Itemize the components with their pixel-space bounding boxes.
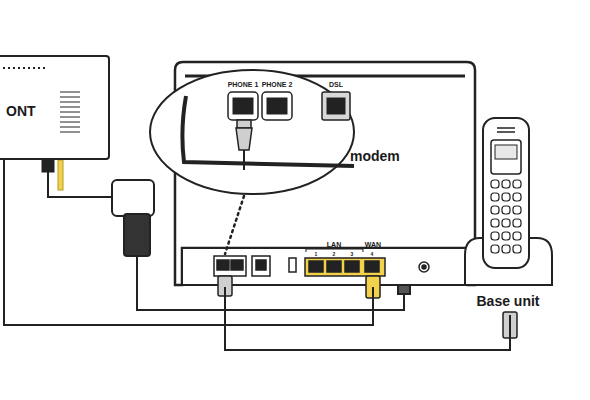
- cordless-phone: [465, 118, 552, 285]
- keypad-key: [502, 245, 510, 253]
- port-number: 2: [333, 252, 336, 257]
- keypad-key: [502, 232, 510, 240]
- keypad-key: [513, 193, 521, 201]
- keypad-key: [513, 232, 521, 240]
- port-label: DSL: [329, 81, 343, 88]
- cable: [225, 287, 510, 350]
- keypad-key: [491, 219, 499, 227]
- ont-box: ONT: [0, 55, 110, 160]
- keypad-key: [513, 219, 521, 227]
- zoom-circle: [150, 70, 354, 254]
- node-label: modem: [350, 148, 400, 164]
- modem-box: modem: [175, 62, 475, 287]
- ont-details: [0, 68, 80, 190]
- keypad-key: [502, 206, 510, 214]
- keypad-key: [502, 193, 510, 201]
- port-label: PHONE 2: [262, 81, 293, 88]
- keypad-key: [491, 245, 499, 253]
- keypad-key: [502, 219, 510, 227]
- keypad-key: [513, 206, 521, 214]
- phone-unit: Base unit: [462, 115, 554, 315]
- port-group-label: LAN: [327, 241, 341, 248]
- port-label: WAN: [365, 241, 381, 248]
- keypad-key: [491, 193, 499, 201]
- port-number: 4: [371, 252, 374, 257]
- port-number: 1: [315, 252, 318, 257]
- node-label: Base unit: [476, 293, 539, 309]
- keypad-key: [491, 232, 499, 240]
- port-number: 3: [351, 252, 354, 257]
- keypad-key: [491, 206, 499, 214]
- keypad-key: [502, 180, 510, 188]
- port-label: PHONE 1: [228, 81, 259, 88]
- node-label: ONT: [6, 103, 36, 119]
- cable: [4, 160, 373, 325]
- keypad-key: [513, 180, 521, 188]
- keypad-key: [513, 245, 521, 253]
- rear-ports: [214, 249, 429, 276]
- keypad-key: [491, 180, 499, 188]
